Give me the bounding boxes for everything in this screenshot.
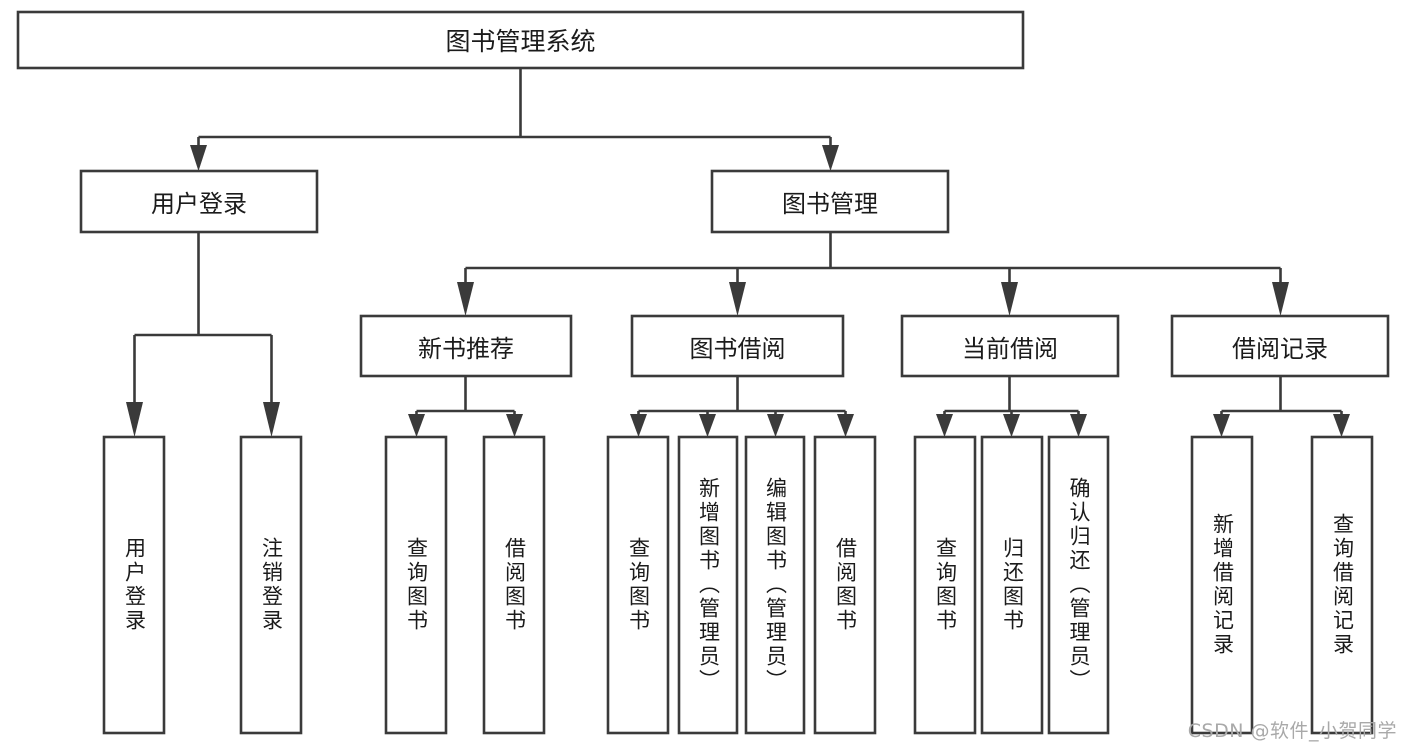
node-current-borrow-box[interactable] <box>900 314 1120 378</box>
node-leaf-query-book-cur-box[interactable] <box>913 435 977 735</box>
node-leaf-borrow-book-rec-box[interactable] <box>482 435 546 735</box>
arrowhead-book-borrow <box>729 282 746 316</box>
node-leaf-edit-book-box[interactable] <box>744 435 806 735</box>
node-root-box[interactable] <box>16 10 1025 70</box>
node-leaf-return-book-box[interactable] <box>980 435 1044 735</box>
arrowhead-leaf-borrow-book-rec <box>506 414 523 437</box>
node-leaf-query-borrow-record-box[interactable] <box>1310 435 1374 735</box>
arrowhead-leaf-query-book-rec <box>408 414 425 437</box>
arrowhead-leaf-edit-book <box>767 414 784 437</box>
arrowhead-leaf-add-book <box>699 414 716 437</box>
node-leaf-borrow-book-box[interactable] <box>813 435 877 735</box>
arrowhead-user-login <box>190 145 207 171</box>
node-leaf-query-book-borrow-box[interactable] <box>606 435 670 735</box>
arrowhead-leaf-query-borrow-record <box>1333 414 1350 437</box>
arrowhead-book-manage <box>822 145 839 171</box>
node-leaf-user-login-box[interactable] <box>102 435 166 735</box>
node-leaf-confirm-return-box[interactable] <box>1047 435 1110 735</box>
arrowhead-leaf-logout <box>263 402 280 437</box>
arrowhead-leaf-return-book <box>1003 414 1020 437</box>
arrowhead-leaf-add-borrow-record <box>1213 414 1230 437</box>
node-leaf-add-borrow-record-box[interactable] <box>1190 435 1254 735</box>
node-leaf-add-book-box[interactable] <box>677 435 739 735</box>
node-book-manage-box[interactable] <box>710 169 950 234</box>
arrowhead-new-book-recommend <box>457 282 474 316</box>
node-new-book-recommend-box[interactable] <box>359 314 573 378</box>
node-leaf-logout-box[interactable] <box>239 435 303 735</box>
arrowhead-leaf-user-login <box>126 402 143 437</box>
node-leaf-query-book-rec-box[interactable] <box>384 435 448 735</box>
node-user-login-box[interactable] <box>79 169 319 234</box>
arrowhead-leaf-borrow-book <box>837 414 854 437</box>
arrowhead-leaf-query-book-borrow <box>630 414 647 437</box>
node-borrow-record-box[interactable] <box>1170 314 1390 378</box>
arrowhead-leaf-query-book-cur <box>936 414 953 437</box>
node-book-borrow-box[interactable] <box>630 314 845 378</box>
arrowhead-current-borrow <box>1001 282 1018 316</box>
arrowhead-leaf-confirm-return <box>1070 414 1087 437</box>
arrowhead-borrow-record <box>1272 282 1289 316</box>
